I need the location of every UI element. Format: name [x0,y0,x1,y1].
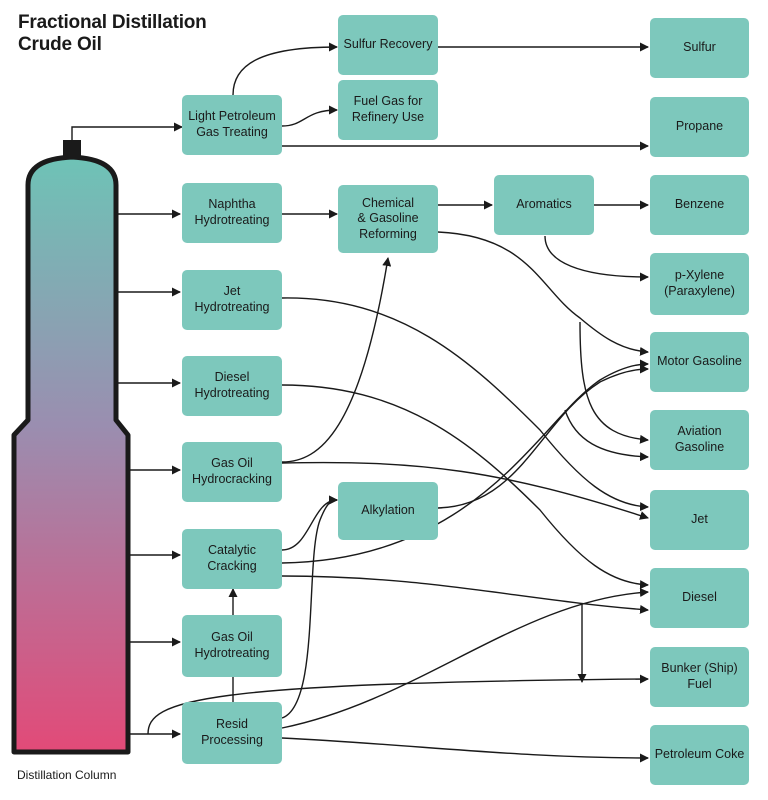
arrow-column-to-bunker [147,674,649,735]
diagram-title: Fractional Distillation Crude Oil [18,12,207,56]
box-propane[interactable]: Propane [650,97,749,157]
box-petroleum-coke[interactable]: Petroleum Coke [650,725,749,785]
arrow-hydrocracking-to-jet [281,461,649,520]
arrow-jet-ht-to-jet [281,297,649,512]
arrow-alkylation-to-motor-gasoline [437,364,649,509]
box-jet[interactable]: Jet [650,490,749,550]
box-fuel-gas[interactable]: Fuel Gas for Refinery Use [338,80,438,140]
column-body [11,154,131,755]
distillation-column [11,140,131,755]
arrow-cat-cracking-to-aviation-gasoline [564,409,649,462]
column-caption: Distillation Column [17,768,117,782]
box-naphtha-hydrotreating[interactable]: Naphtha Hydrotreating [182,183,282,243]
arrow-resid-to-diesel [281,588,649,729]
arrow-reforming-to-aviation-gasoline [579,321,649,444]
box-resid-processing[interactable]: Resid Processing [182,702,282,764]
box-sulfur[interactable]: Sulfur [650,18,749,78]
box-diesel-hydrotreating[interactable]: Diesel Hydrotreating [182,356,282,416]
flow-arrows [71,42,649,763]
box-gas-oil-hydrotreating[interactable]: Gas Oil Hydrotreating [182,615,282,677]
arrow-aromatics-to-pxylene [544,235,649,282]
arrow-lpg-to-sulfur-recovery [232,42,338,96]
box-p-xylene[interactable]: p-Xylene (Paraxylene) [650,253,749,315]
box-bunker-fuel[interactable]: Bunker (Ship) Fuel [650,647,749,707]
arrow-cat-cracking-to-diesel [281,575,649,614]
arrow-column-to-lpg [71,122,183,140]
box-alkylation[interactable]: Alkylation [338,482,438,540]
box-aromatics[interactable]: Aromatics [494,175,594,235]
arrow-cat-cracking-to-alkylation [281,495,338,551]
box-gas-oil-hydrocracking[interactable]: Gas Oil Hydrocracking [182,442,282,502]
box-aviation-gasoline[interactable]: Aviation Gasoline [650,410,749,470]
arrow-diesel-ht-to-diesel [281,384,649,590]
box-chemical-gasoline-reforming[interactable]: Chemical & Gasoline Reforming [338,185,438,253]
arrow-lpg-to-fuel-gas [281,105,338,127]
box-motor-gasoline[interactable]: Motor Gasoline [650,332,749,392]
arrow-resid-to-alkylation [281,495,338,719]
title-line-2: Crude Oil [18,33,102,55]
box-benzene[interactable]: Benzene [650,175,749,235]
arrow-resid-to-petroleum-coke [281,737,649,763]
arrow-reforming-to-motor-gasoline [437,231,649,356]
box-light-petroleum-gas-treating[interactable]: Light Petroleum Gas Treating [182,95,282,155]
arrow-cat-cracking-to-motor-gasoline [281,359,649,564]
box-catalytic-cracking[interactable]: Catalytic Cracking [182,529,282,589]
box-sulfur-recovery[interactable]: Sulfur Recovery [338,15,438,75]
title-line-1: Fractional Distillation [18,12,207,33]
box-jet-hydrotreating[interactable]: Jet Hydrotreating [182,270,282,330]
box-diesel[interactable]: Diesel [650,568,749,628]
arrow-hydrocracking-to-reforming [281,257,392,463]
